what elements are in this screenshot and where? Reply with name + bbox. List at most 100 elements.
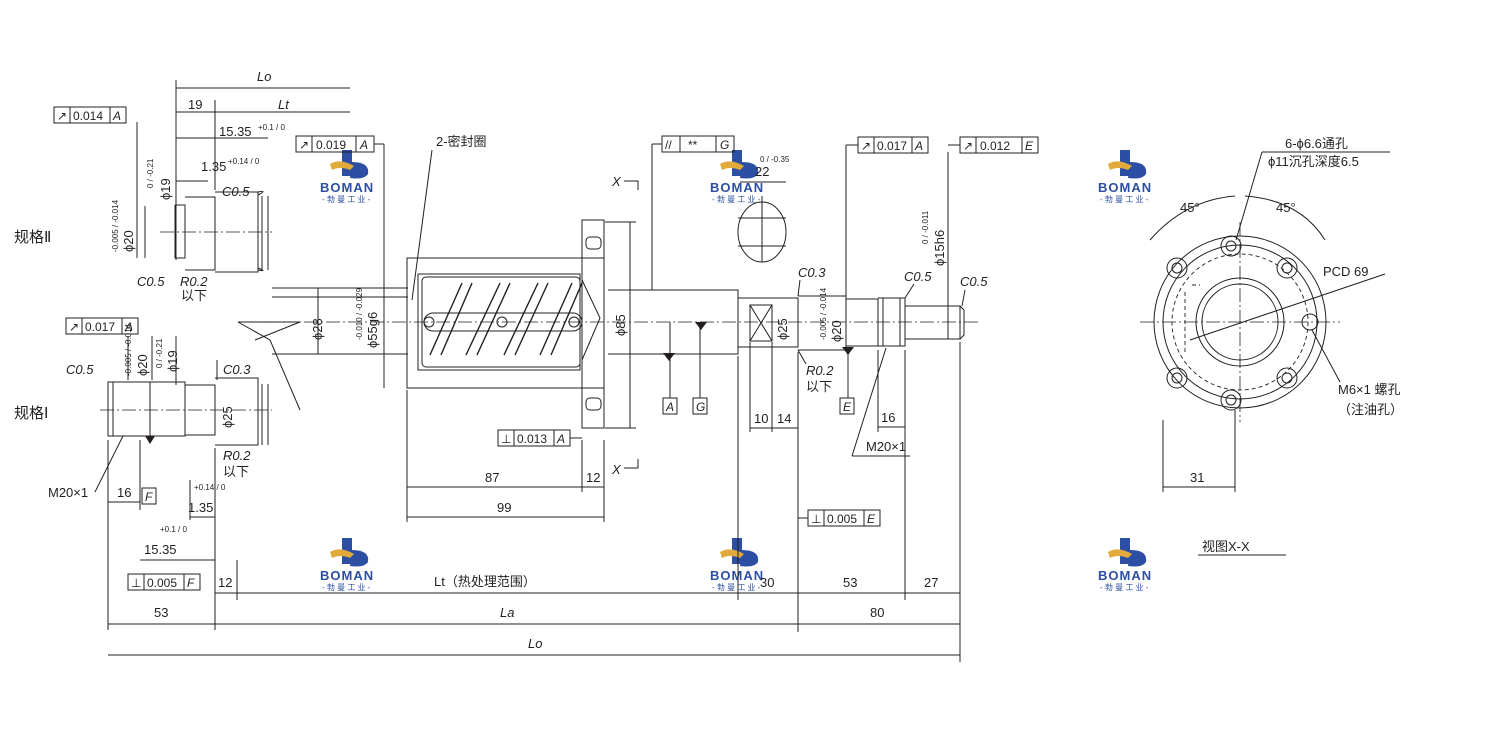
dim-10: 10: [754, 411, 768, 426]
spec1-end-view: 规格Ⅰ C0.5 C0.3 ϕ20 -0.005 / -0.014 ϕ19 0 …: [14, 317, 301, 630]
watermark-brand: BOMAN: [1098, 568, 1152, 583]
oil-hole-label: （注油孔）: [1338, 402, 1403, 417]
chamfer-c03-r: C0.3: [798, 265, 826, 280]
spec1-label: 规格Ⅰ: [14, 405, 48, 422]
svg-text:0.019: 0.019: [316, 138, 346, 152]
watermark-sub: - 勃 曼 工 业 -: [712, 194, 761, 204]
svg-text:E: E: [1025, 139, 1034, 153]
watermark-brand: BOMAN: [710, 180, 764, 195]
dim-80: 80: [870, 605, 884, 620]
dim-lo-bottom: Lo: [528, 636, 542, 651]
dim-31: 31: [1190, 470, 1204, 485]
phi55: ϕ55g6: [365, 312, 380, 348]
svg-text:A: A: [112, 109, 121, 123]
tol-phi15: 0 / -0.011: [921, 210, 930, 244]
chamfer-c05-s1: C0.5: [66, 362, 94, 377]
dim-16-r: 16: [881, 410, 895, 425]
ball-nut: ϕ55g6 -0.010 / -0.029 ϕ85 2-密封圈 X X A G …: [295, 134, 735, 522]
phi20-s1: ϕ20: [135, 354, 150, 376]
dim-30: 30: [760, 575, 774, 590]
svg-text:A: A: [914, 139, 923, 153]
radius-r02-s1: R0.2: [223, 448, 251, 463]
thread-m20-r: M20×1: [866, 439, 906, 454]
mounting-holes: [1166, 235, 1319, 411]
watermark-logo: BOMAN - 勃 曼 工 业 -: [1098, 150, 1151, 204]
tol-1-35-top: +0.14 / 0: [228, 157, 260, 166]
x-mark-top: X: [611, 174, 622, 189]
phi19-s1: ϕ19: [165, 350, 180, 372]
below-s1: 以下: [223, 464, 249, 479]
svg-text://: //: [665, 138, 672, 152]
angle-45-right: 45°: [1276, 200, 1296, 215]
watermark-brand: BOMAN: [710, 568, 764, 583]
spec2-end-view: 规格Ⅱ Lo 19 Lt 15.35 +0.1 / 0 1.35 +0.14 /…: [14, 69, 350, 303]
tol-phi20-s1: -0.005 / -0.014: [124, 323, 133, 376]
svg-text:F: F: [187, 576, 195, 590]
pcd-label: PCD 69: [1323, 264, 1369, 279]
dim-16-s1: 16: [117, 485, 131, 500]
dim-15-35-top: 15.35: [219, 124, 252, 139]
watermark-sub: - 勃 曼 工 业 -: [322, 194, 371, 204]
watermark-sub: - 勃 曼 工 业 -: [322, 582, 371, 592]
tol-phi55: -0.010 / -0.029: [355, 287, 364, 340]
dim-la: La: [500, 605, 514, 620]
chamfer-c05-r2: C0.5: [960, 274, 988, 289]
tol-phi20-r: -0.005 / -0.014: [819, 287, 828, 340]
dim-53-r: 53: [843, 575, 857, 590]
phi25-r: ϕ25: [775, 318, 790, 340]
dim-53-l: 53: [154, 605, 168, 620]
watermark-logo: BOMAN - 勃 曼 工 业 -: [710, 150, 764, 204]
svg-text:↗: ↗: [861, 139, 871, 153]
svg-text:E: E: [867, 512, 876, 526]
svg-text:0.005: 0.005: [827, 512, 857, 526]
chamfer-c03-s1: C0.3: [223, 362, 251, 377]
tol-frame-runout-right2: ↗ 0.012 E: [959, 136, 1039, 154]
svg-text:0.013: 0.013: [517, 432, 547, 446]
holes-label: 6-ϕ6.6通孔: [1285, 136, 1348, 151]
view-label: 视图X-X: [1202, 539, 1250, 554]
svg-text:↗: ↗: [299, 138, 309, 152]
tol-frame-runout-spec2: ↗ 0.014 A: [53, 106, 127, 124]
dim-1-35-top: 1.35: [201, 159, 226, 174]
svg-text:0.017: 0.017: [877, 139, 907, 153]
svg-text:⊥: ⊥: [131, 576, 141, 590]
svg-text:A: A: [359, 138, 368, 152]
watermark-sub: - 勃 曼 工 业 -: [1100, 582, 1149, 592]
dim-19-top: 19: [188, 97, 202, 112]
watermark-logo: BOMAN - 勃 曼 工 业 -: [710, 538, 764, 592]
flange-view-xx: 45° 45° 6-ϕ6.6通孔 ϕ11沉孔深度6.5 PCD 69 M6×1 …: [1140, 136, 1403, 556]
seal-label: 2-密封圈: [436, 134, 487, 149]
dim-1-35-s1: 1.35: [188, 500, 213, 515]
phi19-spec2: ϕ19: [158, 178, 173, 200]
svg-text:0.005: 0.005: [147, 576, 177, 590]
thread-m20-s1: M20×1: [48, 485, 88, 500]
datum-g: G: [696, 400, 705, 414]
svg-text:↗: ↗: [963, 139, 973, 153]
tol-phi20-spec2: -0.005 / -0.014: [111, 199, 120, 252]
chamfer-c05-top: C0.5: [222, 184, 250, 199]
dim-22: 22: [755, 164, 769, 179]
svg-text:↗: ↗: [57, 109, 67, 123]
phi25-s1: ϕ25: [220, 406, 235, 428]
svg-text:G: G: [720, 138, 729, 152]
datum-f: F: [145, 490, 153, 504]
tol-1-35-s1: +0.14 / 0: [194, 483, 226, 492]
lt-heat-label: Lt（热处理范围）: [434, 574, 536, 589]
watermark-logo: BOMAN - 勃 曼 工 业 -: [320, 150, 374, 204]
svg-text:⊥: ⊥: [501, 432, 511, 446]
tol-phi19-s1: 0 / -0.21: [155, 338, 164, 368]
datum-a: A: [665, 400, 674, 414]
tol-22: 0 / -0.35: [760, 155, 790, 164]
svg-text:A: A: [124, 320, 133, 334]
tol-15-35-top: +0.1 / 0: [258, 123, 285, 132]
phi20-spec2: ϕ20: [121, 230, 136, 252]
spec2-label: 规格Ⅱ: [14, 229, 51, 246]
svg-text:↗: ↗: [69, 320, 79, 334]
watermark-brand: BOMAN: [320, 180, 374, 195]
tol-frame-perp-left: ⊥ 0.005 F: [127, 573, 201, 591]
svg-text:0.017: 0.017: [85, 320, 115, 334]
dim-lo-top: Lo: [257, 69, 271, 84]
watermark-brand: BOMAN: [320, 568, 374, 583]
dim-12-nut: 12: [586, 470, 600, 485]
